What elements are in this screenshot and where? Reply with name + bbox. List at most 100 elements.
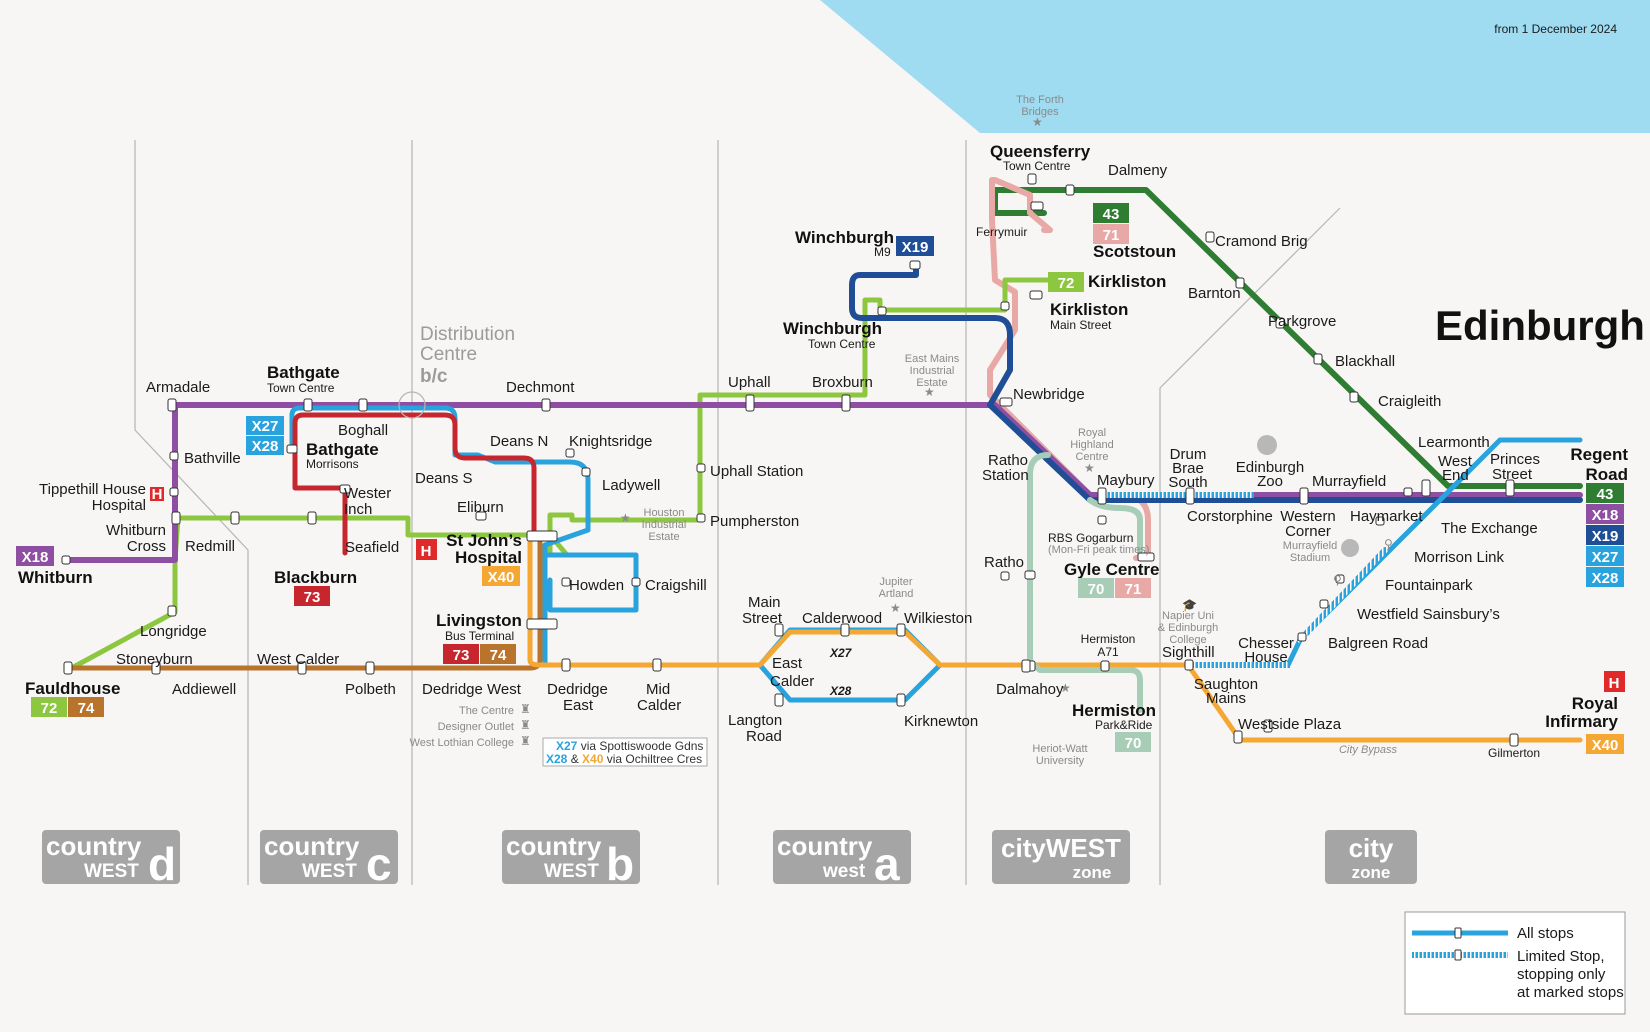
badge-73	[443, 644, 479, 664]
map-label: Drum	[1170, 446, 1207, 463]
map-label: 72	[41, 700, 58, 717]
map-label: Saughton	[1194, 676, 1258, 693]
map-label: All stops	[1517, 925, 1574, 942]
map-label: 73	[304, 589, 321, 606]
map-label: Wilkieston	[904, 610, 972, 627]
map-shape	[774, 623, 784, 637]
badge-71	[1115, 578, 1151, 598]
zone-boundaries	[134, 140, 1341, 885]
map-label: Dalmahoy	[996, 681, 1064, 698]
map-shape	[1030, 201, 1044, 211]
map-label: South	[1168, 474, 1207, 491]
route-X28	[757, 662, 943, 703]
map-label: Bathgate	[267, 363, 340, 382]
map-label: Armadale	[146, 379, 210, 396]
map-shape	[561, 577, 571, 587]
walk-icon: ⚲	[1333, 573, 1342, 587]
route-70-gyle	[1087, 497, 1143, 558]
map-label: Sighthill	[1162, 644, 1215, 661]
bag-icon: ♜	[520, 718, 531, 732]
map-shape	[565, 448, 575, 458]
star-icon: ★	[620, 511, 631, 525]
map-label: The Centre	[459, 705, 514, 717]
map-label: 43	[1103, 206, 1120, 223]
map-label: Kirknewton	[904, 713, 978, 730]
map-label: a	[874, 838, 900, 890]
map-label: Town Centre	[267, 381, 335, 395]
map-label: X40	[1592, 737, 1619, 754]
badge-71	[1093, 224, 1129, 244]
map-shape	[773, 830, 911, 884]
map-label: Dedridge	[547, 681, 608, 698]
map-shape	[999, 397, 1013, 407]
map-label: Deans N	[490, 433, 548, 450]
map-label: Newbridge	[1013, 386, 1085, 403]
map-label: Road	[746, 728, 782, 745]
map-label: RBS Gogarburn	[1048, 531, 1133, 545]
map-label: Bridges	[1021, 106, 1059, 118]
map-label: House	[1244, 649, 1287, 666]
map-label: St John’s	[446, 531, 522, 550]
badge-70	[1078, 578, 1114, 598]
map-shape	[1029, 290, 1043, 300]
map-label: Knightsridge	[569, 433, 652, 450]
map-label: Wester	[344, 485, 391, 502]
map-label: Town Centre	[1003, 159, 1071, 173]
map-label: Mains	[1206, 690, 1246, 707]
map-label: College	[1169, 634, 1206, 646]
map-shape	[774, 693, 784, 707]
map-label: Royal	[1078, 427, 1106, 439]
map-label: A71	[1097, 645, 1119, 659]
badge-43	[1093, 203, 1129, 223]
city-title: Edinburgh	[1435, 302, 1645, 349]
zone-city-west: cityWEST zone	[992, 830, 1130, 884]
map-shape	[365, 661, 375, 675]
map-label: H	[1609, 675, 1620, 692]
map-label: country	[506, 831, 602, 861]
badge-X28	[246, 436, 284, 455]
map-shape	[1403, 487, 1413, 497]
star-icon: ★	[924, 385, 935, 399]
badge-X27	[1586, 546, 1624, 566]
distribution-centre-label: Distribution	[420, 324, 515, 345]
map-label: West	[1438, 453, 1473, 470]
map-label: East	[563, 697, 594, 714]
map-label: Calder	[637, 697, 681, 714]
map-label: Centre	[420, 344, 477, 365]
legend: All stops Limited Stop, stopping only at…	[1404, 911, 1626, 1015]
map-shape	[1027, 173, 1037, 185]
map-shape	[1137, 552, 1155, 562]
map-shape	[358, 398, 368, 412]
map-label: Cramond Brig	[1215, 233, 1308, 250]
badge-X27	[246, 416, 284, 435]
map-shape	[1021, 659, 1031, 673]
map-shape	[502, 830, 640, 884]
map-label: Ladywell	[602, 477, 660, 494]
map-shape	[1509, 733, 1519, 747]
map-shape	[581, 467, 591, 477]
map-shape	[1325, 830, 1417, 884]
map-label: Street	[1492, 466, 1533, 483]
star-icon: ★	[1060, 681, 1071, 695]
map-label: d	[148, 838, 176, 890]
map-label: Fountainpark	[1385, 577, 1473, 594]
map-shape	[1159, 207, 1341, 885]
map-label: Fauldhouse	[25, 679, 120, 698]
map-shape	[475, 511, 487, 521]
map-label: Mid	[646, 681, 670, 698]
zone-country-west-b: country WEST b	[502, 830, 640, 890]
map-label: Cross	[127, 538, 166, 555]
map-label: Calder	[770, 673, 814, 690]
map-shape	[42, 830, 180, 884]
landmark-icons: ★ ★ ★ ★ ★ ★ 🎓 ♜ ♜ ♜ ⚲ ⚲	[520, 115, 1393, 748]
map-label: Industrial	[910, 365, 955, 377]
map-shape	[526, 530, 558, 542]
map-label: Tippethill House	[39, 481, 146, 498]
walk-icon: ⚲	[1384, 537, 1393, 551]
map-label: Winchburgh	[783, 319, 882, 338]
star-icon: ★	[1032, 115, 1043, 129]
map-label: Main	[748, 594, 781, 611]
map-shape	[307, 511, 317, 525]
map-label: X28	[546, 752, 568, 766]
map-shape	[541, 398, 551, 412]
